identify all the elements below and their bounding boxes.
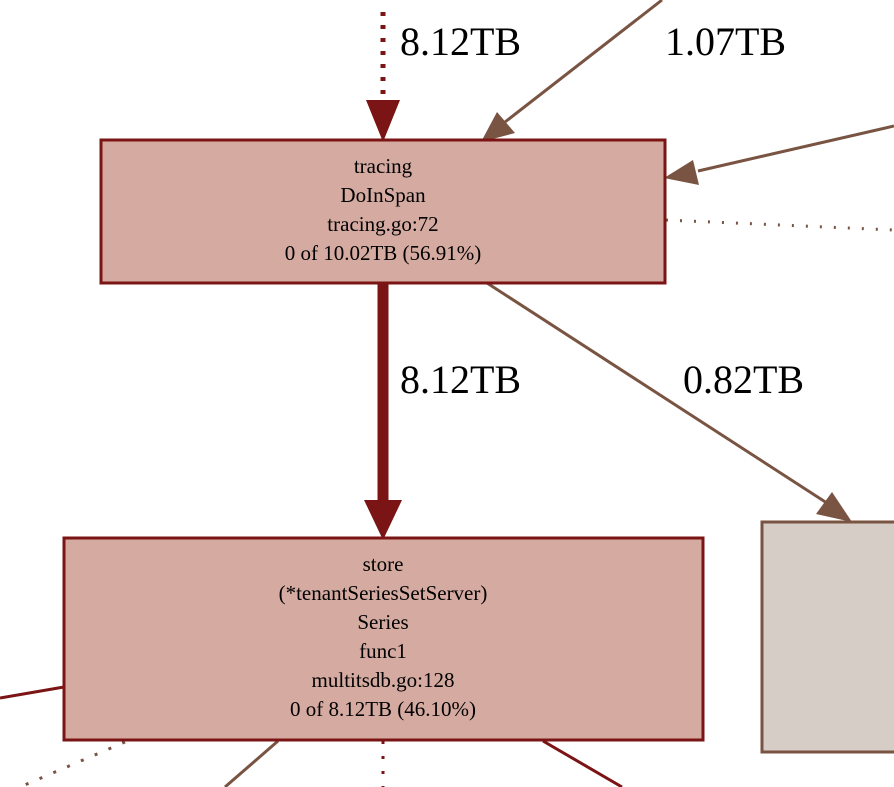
node-tracing-line-location: tracing.go:72 (327, 212, 438, 236)
node-tracing-line-value: 0 of 10.02TB (56.91%) (285, 241, 482, 265)
edge-incoming-right-upper (481, 0, 663, 142)
node-store-line-package: store (363, 552, 404, 576)
edge-dotted-right (665, 218, 894, 232)
node-tracing-line-function: DoInSpan (340, 183, 426, 207)
edge-incoming-right (664, 124, 894, 185)
node-store-line-value: 0 of 8.12TB (46.10%) (290, 697, 476, 721)
node-store-line-location: multitsdb.go:128 (312, 668, 455, 692)
edge-label-incoming-top: 8.12TB (400, 19, 521, 64)
edge-store-out-right (542, 739, 623, 787)
edge-left-into-store (0, 685, 65, 700)
edge-label-tracing-to-right: 0.82TB (683, 357, 804, 402)
node-tracing-doinspan[interactable]: tracing DoInSpan tracing.go:72 0 of 10.0… (99, 138, 667, 285)
edge-label-incoming-right: 1.07TB (665, 19, 786, 64)
node-partial-right[interactable] (760, 520, 894, 754)
node-tracing-line-package: tracing (354, 154, 413, 178)
edge-tracing-to-store (364, 283, 402, 540)
edge-incoming-top (366, 12, 400, 142)
node-store-line-func: func1 (359, 639, 407, 663)
edge-store-out-dotted-left (19, 740, 126, 787)
node-store-series-func1[interactable]: store (*tenantSeriesSetServer) Series fu… (62, 536, 705, 742)
edge-label-tracing-to-store: 8.12TB (400, 357, 521, 402)
node-store-line-receiver: (*tenantSeriesSetServer) (279, 581, 488, 605)
node-store-line-method: Series (357, 610, 408, 634)
edge-store-out-left (224, 739, 279, 787)
edge-tracing-to-right (486, 281, 852, 522)
